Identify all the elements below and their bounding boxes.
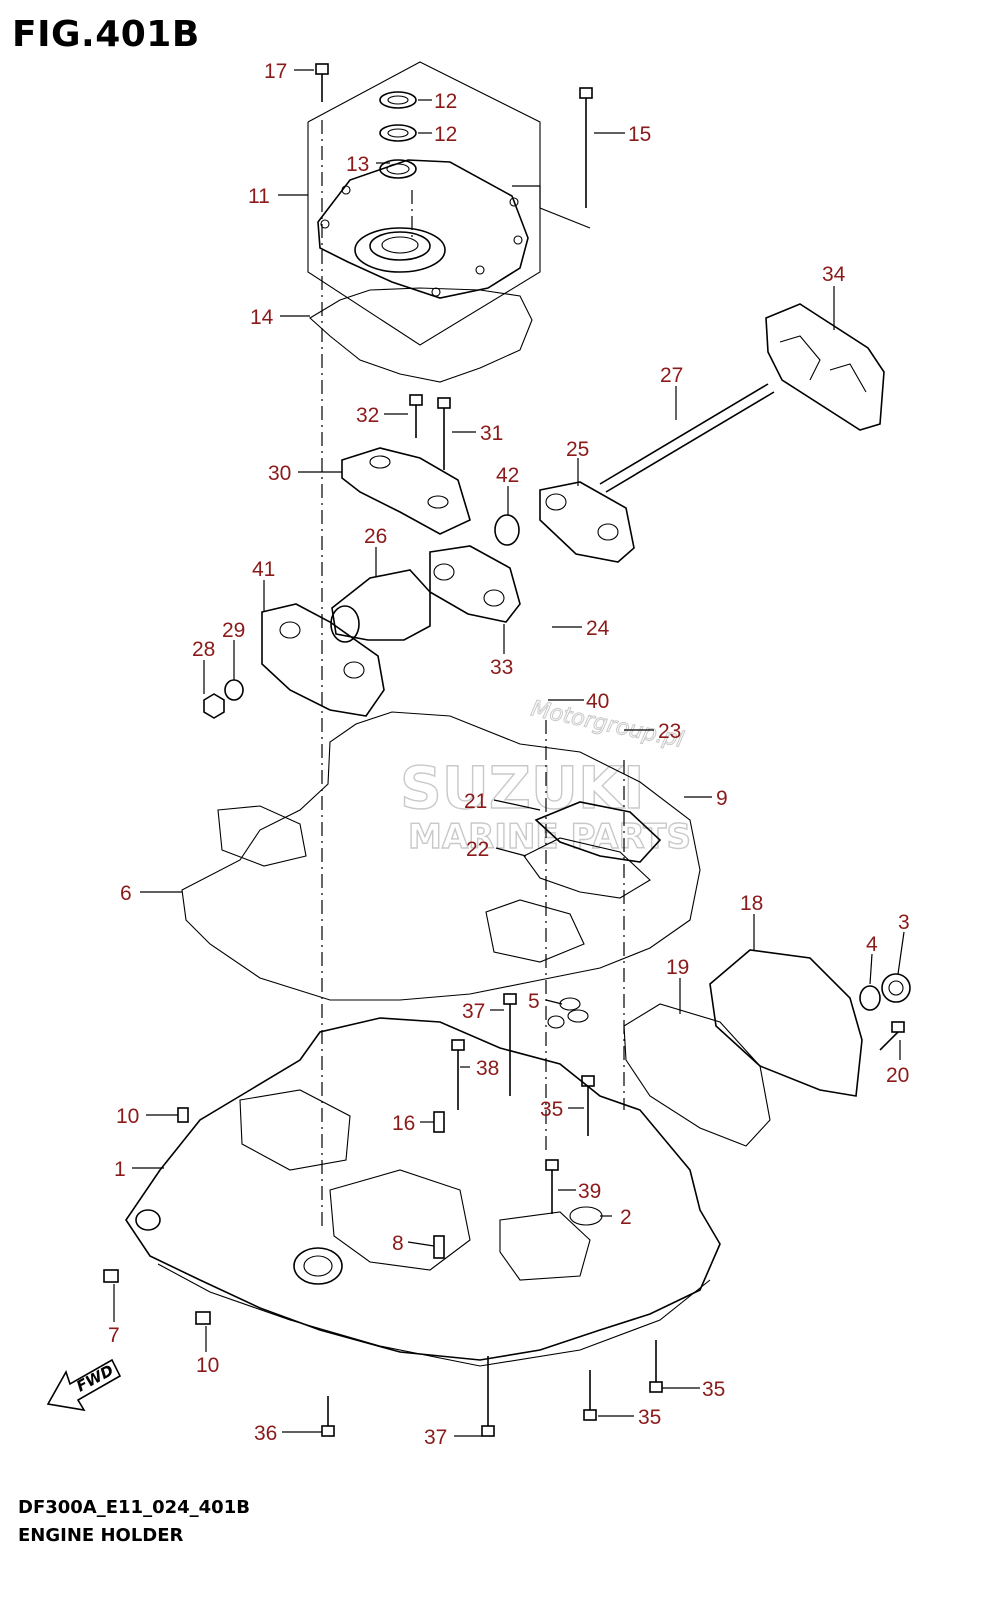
callout-17: 17 bbox=[264, 60, 287, 83]
callout-27: 27 bbox=[660, 364, 683, 387]
bolts-lower bbox=[103, 993, 663, 1437]
callout-1: 1 bbox=[114, 1158, 126, 1181]
callout-34: 34 bbox=[822, 263, 846, 286]
figure-title: FIG.401B bbox=[12, 14, 200, 55]
top-cover bbox=[307, 61, 591, 346]
callout-leaders bbox=[113, 69, 905, 1437]
callout-32: 32 bbox=[356, 404, 379, 427]
thermostat-assembly bbox=[623, 949, 911, 1147]
callout-23: 23 bbox=[658, 720, 681, 743]
callout-21: 21 bbox=[464, 790, 487, 813]
callout-12a: 12 bbox=[434, 90, 457, 113]
callout-22: 22 bbox=[466, 838, 489, 861]
callout-19: 19 bbox=[666, 956, 689, 979]
callout-28: 28 bbox=[192, 638, 215, 661]
main-gasket bbox=[181, 711, 701, 1001]
center-lines bbox=[321, 120, 625, 1230]
fwd-arrow: FWD bbox=[46, 1358, 122, 1412]
callout-39: 39 bbox=[578, 1180, 601, 1203]
callout-10b: 10 bbox=[196, 1354, 219, 1377]
watermark-brand: SUZUKI bbox=[400, 754, 645, 822]
callouts: 17 12 12 15 13 11 34 14 27 32 31 30 25 4… bbox=[108, 60, 910, 1449]
callout-35c: 35 bbox=[638, 1406, 661, 1429]
bracket-lower bbox=[203, 603, 385, 719]
callout-24: 24 bbox=[586, 617, 610, 640]
mount-assembly bbox=[330, 303, 885, 643]
callout-9: 9 bbox=[716, 787, 728, 810]
callout-7: 7 bbox=[108, 1324, 120, 1347]
bracket-upper bbox=[341, 394, 471, 535]
figure-code: DF300A_E11_024_401B bbox=[18, 1497, 250, 1518]
callout-26: 26 bbox=[364, 525, 387, 548]
watermark-line2: MARINE PARTS bbox=[408, 817, 691, 857]
callout-25: 25 bbox=[566, 438, 589, 461]
callout-11: 11 bbox=[248, 185, 270, 208]
engine-holder-base bbox=[125, 1017, 721, 1361]
callout-37b: 37 bbox=[424, 1426, 447, 1449]
callout-15: 15 bbox=[628, 123, 651, 146]
callout-29: 29 bbox=[222, 619, 245, 642]
figure-name: ENGINE HOLDER bbox=[18, 1525, 184, 1546]
callout-10a: 10 bbox=[116, 1105, 139, 1128]
callout-16: 16 bbox=[392, 1112, 415, 1135]
callout-36: 36 bbox=[254, 1422, 277, 1445]
callout-2: 2 bbox=[620, 1206, 632, 1229]
callout-31: 31 bbox=[480, 422, 503, 445]
bolts-top bbox=[315, 63, 593, 208]
callout-30: 30 bbox=[268, 462, 291, 485]
callout-8: 8 bbox=[392, 1232, 404, 1255]
callout-4: 4 bbox=[866, 933, 878, 956]
callout-20: 20 bbox=[886, 1064, 909, 1087]
callout-6: 6 bbox=[120, 882, 132, 905]
callout-35b: 35 bbox=[702, 1378, 725, 1401]
callout-40: 40 bbox=[586, 690, 609, 713]
callout-3: 3 bbox=[898, 911, 910, 934]
callout-38: 38 bbox=[476, 1057, 499, 1080]
callout-12b: 12 bbox=[434, 123, 457, 146]
callout-18: 18 bbox=[740, 892, 763, 915]
callout-5: 5 bbox=[528, 990, 540, 1013]
callout-35a: 35 bbox=[540, 1098, 563, 1121]
callout-37a: 37 bbox=[462, 1000, 485, 1023]
callout-14: 14 bbox=[250, 306, 274, 329]
callout-41: 41 bbox=[252, 558, 275, 581]
plate-cover bbox=[523, 801, 662, 899]
callout-13: 13 bbox=[346, 153, 369, 176]
cover-gasket bbox=[309, 287, 533, 383]
callout-42: 42 bbox=[496, 464, 519, 487]
callout-33: 33 bbox=[490, 656, 513, 679]
